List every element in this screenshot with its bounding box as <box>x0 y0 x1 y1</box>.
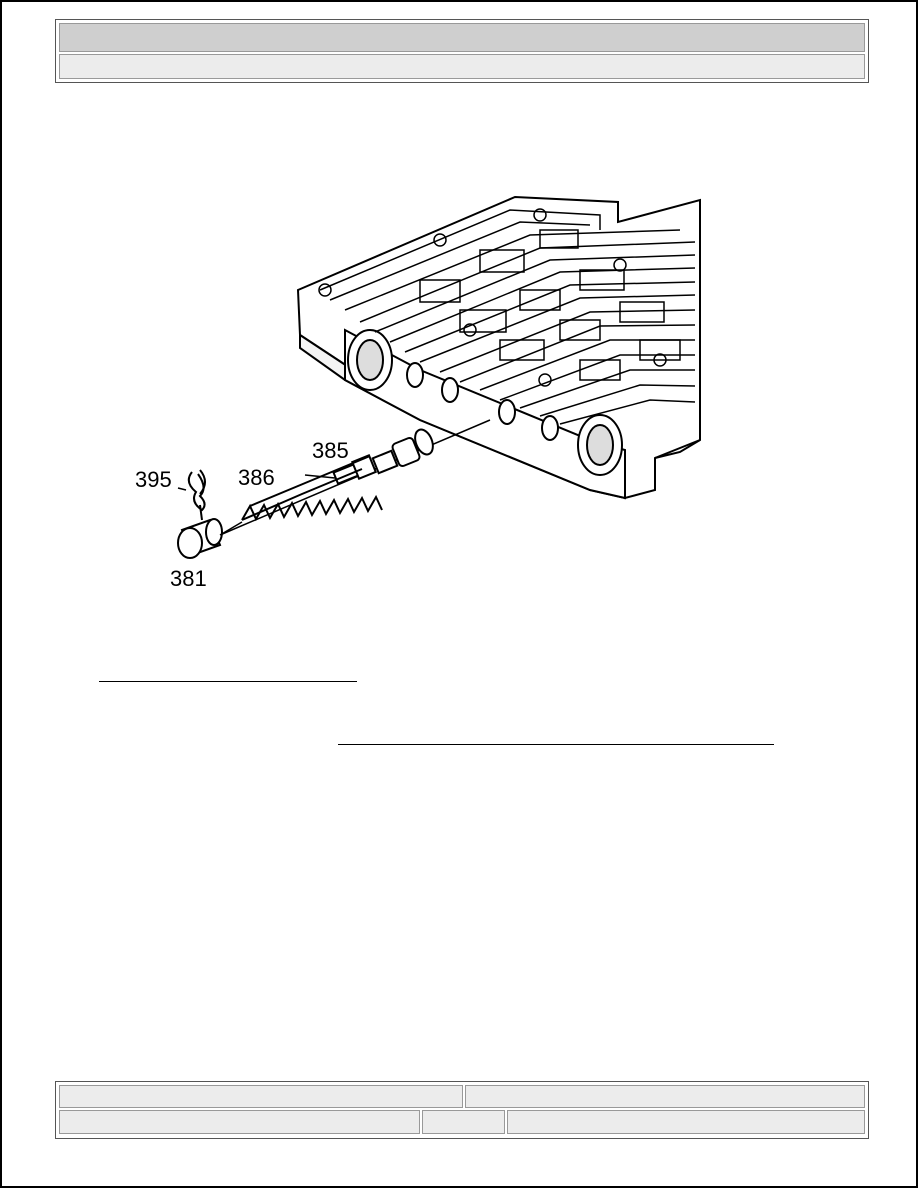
header-subtitle-cell <box>59 54 865 79</box>
footer-cell-a-text <box>60 1090 66 1104</box>
part-386-spring <box>241 455 383 522</box>
body-link-1[interactable] <box>99 681 357 682</box>
footer-cell-c-text <box>60 1115 66 1129</box>
footer-cell-c <box>59 1110 420 1134</box>
footer-table <box>55 1081 869 1139</box>
footer-cell-b-text <box>466 1090 472 1104</box>
header-subtitle <box>60 59 66 73</box>
callout-385: 385 <box>312 438 349 463</box>
callout-395: 395 <box>135 467 172 492</box>
footer-cell-e-text <box>508 1115 514 1129</box>
footer-cell-d <box>422 1110 505 1134</box>
callout-386: 386 <box>238 465 275 490</box>
valve-body-broken-edge <box>654 439 701 459</box>
valve-body-illustration: 395 386 385 381 <box>135 195 701 591</box>
footer-cell-e <box>507 1110 865 1134</box>
footer-cell-a <box>59 1085 463 1108</box>
valve-body-channels <box>318 208 696 425</box>
header-title-cell <box>59 23 865 52</box>
callout-lines <box>177 474 336 536</box>
callout-381: 381 <box>170 566 207 591</box>
body-link-2[interactable] <box>338 744 774 745</box>
header-title <box>60 28 66 42</box>
footer-cell-d-text <box>423 1115 429 1129</box>
part-381-plug <box>177 518 223 559</box>
header-table <box>55 19 869 83</box>
footer-cell-b <box>465 1085 865 1108</box>
part-395-clip <box>187 469 206 521</box>
